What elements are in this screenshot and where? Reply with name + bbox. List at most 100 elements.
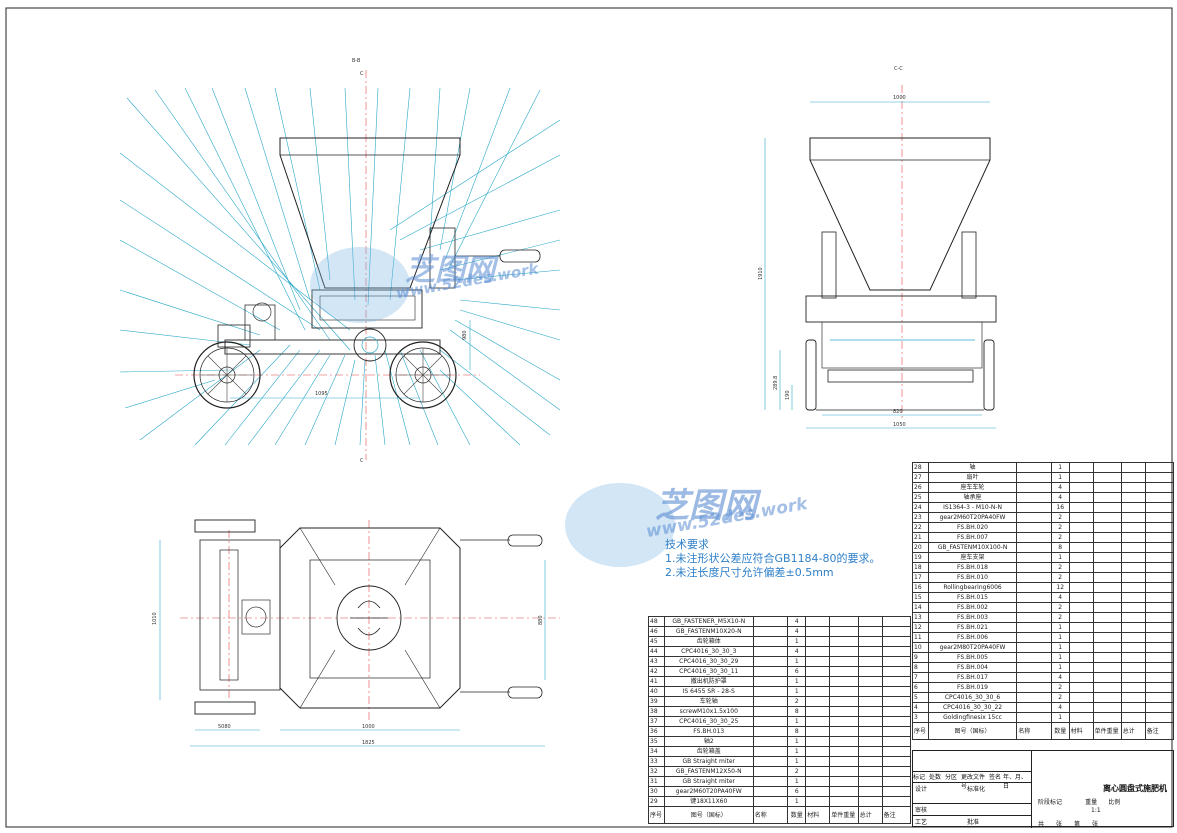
- bom-seq: 41: [648, 676, 665, 687]
- bom-seq: 37: [648, 716, 665, 727]
- bom-qty: 4: [787, 616, 807, 627]
- bom-unit-weight: [1092, 462, 1122, 473]
- bom-note: [881, 706, 912, 717]
- bom-qty: 2: [1050, 562, 1070, 573]
- bom-note: [1144, 622, 1175, 633]
- tb-sign: 签名: [989, 774, 1002, 781]
- bom-qty: 8: [787, 726, 807, 737]
- bom-total-weight: [1120, 562, 1146, 573]
- bom-total-weight: [1120, 462, 1146, 473]
- bom-unit-weight: [829, 726, 859, 737]
- bom-qty: 2: [787, 766, 807, 777]
- hdr-material: 材料: [1068, 722, 1094, 740]
- bom-material: [1068, 532, 1094, 543]
- bom-code: gear2M60T20PA40FW: [663, 786, 754, 797]
- bom-note: [1144, 652, 1175, 663]
- bom-name: [1016, 552, 1052, 563]
- bom-qty: 2: [1050, 612, 1070, 623]
- bom-name: [1016, 532, 1052, 543]
- tb-scale: 1:1: [1091, 807, 1101, 814]
- bom-material: [1068, 672, 1094, 683]
- sheet-border: [5, 7, 1173, 828]
- bom-seq: 7: [912, 672, 929, 683]
- bom-qty: 1: [787, 756, 807, 767]
- bom-seq: 19: [912, 552, 929, 563]
- bom-qty: 1: [1050, 462, 1070, 473]
- bom-code: CPC4016_30_30_3: [663, 646, 754, 657]
- title-block-sheets: 共 张 第 张: [1038, 819, 1098, 828]
- bom-total-weight: [1120, 522, 1146, 533]
- bom-unit-weight: [1092, 662, 1122, 673]
- bom-note: [1144, 542, 1175, 553]
- bom-code: IS1364-3 - M10-N-N: [927, 502, 1018, 513]
- section-bb-label: B-B: [352, 58, 361, 64]
- tb-sheet-unit: 张: [1056, 821, 1063, 828]
- bom-total-weight: [1120, 672, 1146, 683]
- bom-material: [1068, 482, 1094, 493]
- tb-sheet-no: 第: [1074, 821, 1081, 828]
- bom-code: CPC4016_30_30_29: [663, 656, 754, 667]
- bom-seq: 32: [648, 766, 665, 777]
- bom-material: [1068, 462, 1094, 473]
- bom-note: [1144, 522, 1175, 533]
- bom-total-weight: [1120, 482, 1146, 493]
- bom-total-weight: [1120, 662, 1146, 673]
- bom-total-weight: [1120, 692, 1146, 703]
- bom-name: [752, 786, 789, 797]
- bom-code: 齿轮箱盖: [663, 746, 754, 757]
- bom-note: [881, 686, 912, 697]
- bom-code: FS.BH.017: [927, 672, 1018, 683]
- bom-name: [1016, 712, 1052, 723]
- bom-qty: 1: [787, 676, 807, 687]
- bom-unit-weight: [1092, 622, 1122, 633]
- dim-front-b: 190: [785, 390, 791, 400]
- bom-note: [1144, 502, 1175, 513]
- bom-unit-weight: [1092, 542, 1122, 553]
- title-block-divider: [1031, 751, 1032, 828]
- bom-material: [1068, 652, 1094, 663]
- bom-total-weight: [1120, 652, 1146, 663]
- hdr-material: 材料: [805, 806, 831, 824]
- bom-unit-weight: [1092, 482, 1122, 493]
- bom-name: [752, 766, 789, 777]
- bom-note: [881, 716, 912, 727]
- bom-note: [1144, 572, 1175, 583]
- bom-qty: 1: [1050, 472, 1070, 483]
- plan-view: 1010 880 5080 1000 1825: [152, 519, 560, 747]
- bom-unit-weight: [829, 746, 859, 757]
- tb-mark: 标记: [913, 774, 926, 781]
- bom-name: [752, 616, 789, 627]
- bom-total-weight: [1120, 582, 1146, 593]
- bom-unit-weight: [1092, 682, 1122, 693]
- tb-design: 设计: [915, 786, 928, 793]
- bom-unit-weight: [829, 656, 859, 667]
- bom-total-weight: [1120, 492, 1146, 503]
- bom-note: [1144, 682, 1175, 693]
- hdr-unit: 单件重量: [829, 806, 859, 824]
- bom-name: [1016, 482, 1052, 493]
- bom-name: [752, 716, 789, 727]
- bom-seq: 46: [648, 626, 665, 637]
- hdr-qty: 数量: [787, 806, 807, 824]
- bom-name: [752, 756, 789, 767]
- bom-qty: 4: [1050, 702, 1070, 713]
- bom-note: [881, 696, 912, 707]
- bom-qty: 2: [1050, 572, 1070, 583]
- bom-seq: 16: [912, 582, 929, 593]
- hdr-qty: 数量: [1050, 722, 1070, 740]
- bom-name: [1016, 652, 1052, 663]
- bom-name: [1016, 472, 1052, 483]
- bom-code: CPC4016_30_30_6: [927, 692, 1018, 703]
- bom-code: IS 6455 SR - 28-S: [663, 686, 754, 697]
- hdr-code: 图号（国标）: [663, 806, 754, 824]
- bom-seq: 8: [912, 662, 929, 673]
- bom-name: [1016, 602, 1052, 613]
- bom-name: [1016, 662, 1052, 673]
- title-block-row3: 审核: [913, 803, 1031, 814]
- bom-seq: 13: [912, 612, 929, 623]
- bom-total-weight: [1120, 702, 1146, 713]
